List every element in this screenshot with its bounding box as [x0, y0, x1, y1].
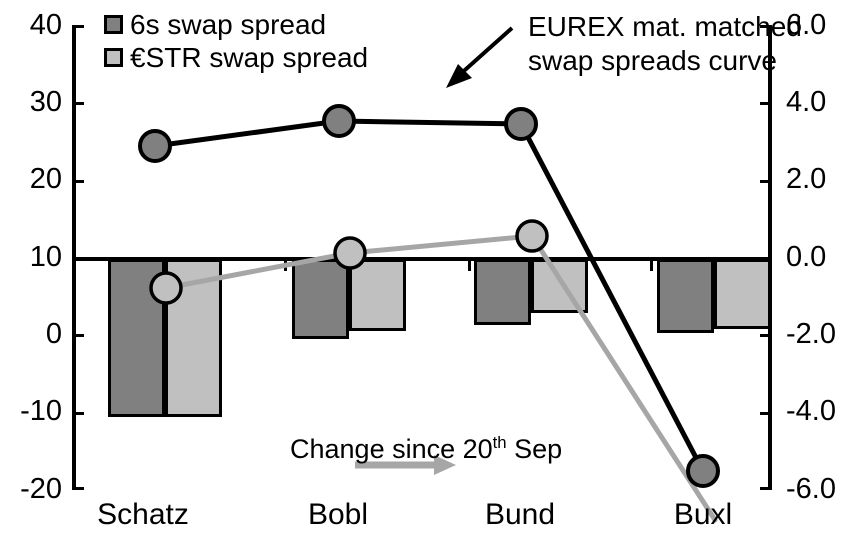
right-tick-label: 2.0: [786, 163, 827, 195]
bar-6s-bund: [474, 259, 531, 325]
curve-annotation-line1: EUREX mat. matched: [528, 11, 802, 42]
chart-legend: 6s swap spread €STR swap spread: [104, 8, 368, 74]
right-axis-tick: [760, 412, 772, 415]
x-label-bobl: Bobl: [307, 498, 369, 531]
left-axis-tick: [72, 25, 84, 28]
legend-item-estr-swap-spread: €STR swap spread: [104, 41, 368, 74]
left-axis-tick: [72, 412, 84, 415]
right-tick-label: -2.0: [786, 318, 836, 350]
bar-estr-bund: [531, 259, 588, 313]
legend-swatch-icon: [104, 48, 123, 67]
change-annotation-prefix: Change since 20: [290, 434, 493, 464]
x-label-schatz: Schatz: [97, 498, 189, 531]
x-label-buxl: Buxl: [673, 498, 733, 531]
left-axis-tick: [72, 102, 84, 105]
left-tick-label: 0: [45, 318, 62, 350]
right-tick-label: -6.0: [786, 473, 836, 505]
legend-swatch-icon: [104, 15, 123, 34]
right-axis-tick: [760, 334, 772, 337]
right-axis-tick: [760, 25, 772, 28]
bar-6s-buxl: [657, 259, 714, 333]
change-annotation: Change since 20th Sep: [290, 428, 562, 464]
left-tick-label: 30: [29, 86, 62, 118]
left-tick-label: 40: [29, 9, 62, 41]
left-tick-label: 20: [29, 163, 62, 195]
left-axis-tick: [72, 180, 84, 183]
right-tick-label: -4.0: [786, 395, 836, 427]
left-tick-label: 10: [29, 241, 62, 273]
x-label-bund: Bund: [484, 498, 556, 531]
right-axis-tick: [760, 180, 772, 183]
left-axis-labels: 40 30 20 10 0 -10 -20: [0, 11, 62, 504]
change-annotation-suffix: Sep: [506, 434, 563, 464]
bar-estr-buxl: [714, 259, 771, 329]
left-axis-tick: [72, 334, 84, 337]
left-tick-label: -20: [20, 473, 62, 505]
left-axis-tick: [72, 487, 84, 490]
legend-label: €STR swap spread: [130, 41, 369, 73]
bar-estr-schatz: [165, 259, 222, 417]
bar-6s-schatz: [108, 259, 165, 417]
right-tick-label: 0.0: [786, 241, 827, 273]
right-tick-label: 4.0: [786, 86, 827, 118]
bar-estr-bobl: [349, 259, 406, 331]
right-tick-label: 6.0: [786, 9, 827, 41]
curve-annotation-line2: swap spreads curve: [528, 45, 778, 76]
bar-6s-bobl: [292, 259, 349, 339]
right-axis-tick: [760, 487, 772, 490]
legend-label: 6s swap spread: [130, 8, 327, 40]
right-axis-labels: 6.0 4.0 2.0 0.0 -2.0 -4.0 -6.0: [786, 11, 852, 504]
right-axis-tick: [760, 102, 772, 105]
legend-item-6s-swap-spread: 6s swap spread: [104, 8, 368, 41]
plot-area: [72, 25, 772, 490]
change-annotation-ordinal: th: [492, 433, 507, 452]
left-tick-label: -10: [20, 395, 62, 427]
